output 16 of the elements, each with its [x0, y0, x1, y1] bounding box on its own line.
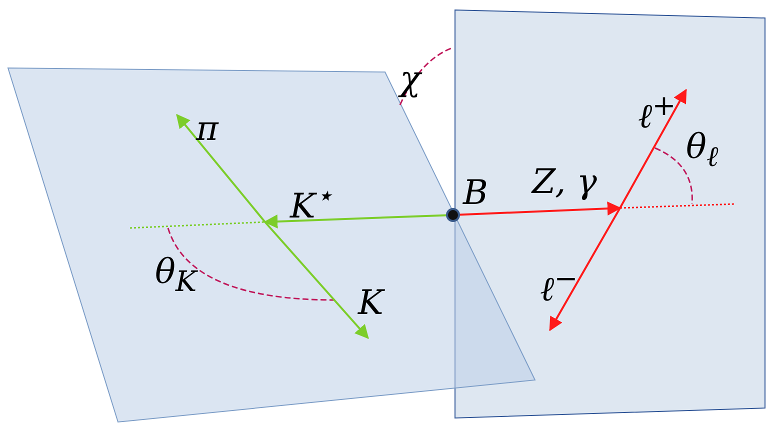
particle-label: B — [463, 176, 488, 210]
particle-label: ℓ$^{−}$ — [540, 265, 578, 306]
particle-label: K$^{⋆}$ — [290, 182, 334, 224]
arrow — [619, 88, 687, 208]
particle-label: π — [196, 112, 218, 146]
particle-label: ℓ$^{+}$ — [638, 92, 676, 134]
arrow — [264, 221, 369, 340]
angle-label: θ$_{ℓ}$ — [686, 130, 718, 172]
arrow — [176, 114, 266, 223]
arrow — [458, 202, 622, 216]
angle-label: χ — [400, 62, 421, 96]
angle-label: θ$_{K}$ — [155, 255, 197, 296]
particle-label: K — [358, 286, 384, 320]
arrow — [549, 208, 621, 332]
particle-label: Z, γ — [532, 165, 597, 199]
arrow — [264, 214, 448, 229]
